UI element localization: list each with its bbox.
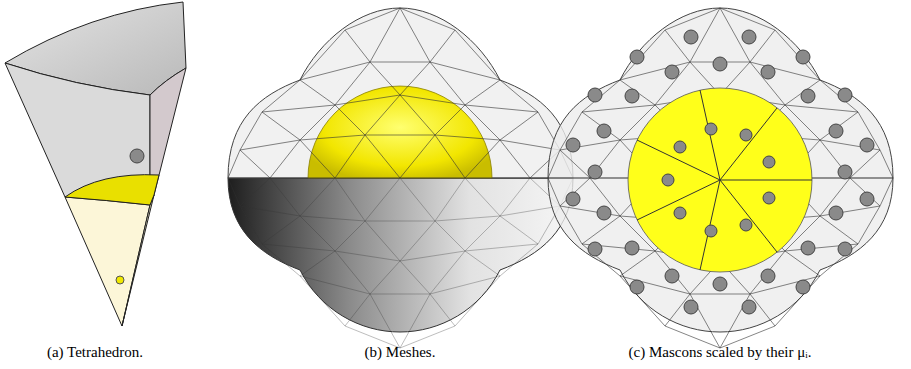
mascon-dot: [763, 156, 775, 168]
mascon-dot: [713, 277, 727, 291]
mascon-dot: [705, 225, 717, 237]
mascon-dot: [713, 57, 727, 71]
mascons-figure: [548, 8, 893, 348]
mascon-dot: [684, 30, 698, 44]
mascon-dot: [838, 242, 852, 256]
mascon-dot: [630, 280, 644, 294]
mascon-dot: [674, 207, 686, 219]
panel-caption: (c) Mascons scaled by their μᵢ.: [629, 343, 812, 361]
mascon-dot: [796, 50, 810, 64]
mascon-dot: [130, 149, 144, 163]
mascon-dot: [829, 124, 843, 138]
lower-shell: [228, 178, 573, 332]
mascon-dot: [860, 138, 874, 152]
mascon-dot: [665, 269, 679, 283]
mascon-dot: [761, 269, 775, 283]
mascon-dot: [674, 141, 686, 153]
mascon-dot: [665, 65, 679, 79]
mascon-dot: [705, 123, 717, 135]
upper-mesh: [228, 8, 573, 178]
core-mascon-dot: [116, 276, 124, 284]
mascon-dot: [742, 300, 756, 314]
meshes-figure: [228, 8, 573, 348]
core-slices: [637, 90, 812, 270]
mascon-dot: [625, 241, 639, 255]
panel-caption: (a) Tetrahedron.: [47, 343, 143, 361]
mascon-dot: [630, 50, 644, 64]
mascon-dot: [801, 241, 815, 255]
mascon-dot: [662, 174, 674, 186]
mascon-dot: [801, 89, 815, 103]
panel-caption: (b) Meshes.: [365, 343, 436, 361]
mascon-dot: [796, 280, 810, 294]
mascon-dot: [588, 242, 602, 256]
core-cap: [65, 175, 159, 205]
mascon-dot: [838, 165, 852, 179]
tetrahedron-figure: [5, 2, 186, 326]
mascon-dot: [625, 89, 639, 103]
shell-outline: [548, 8, 893, 332]
mascon-dot: [829, 206, 843, 220]
mascon-dot: [684, 300, 698, 314]
mascon-dot: [588, 165, 602, 179]
mascon-dot: [860, 192, 874, 206]
mascon-dot: [740, 129, 752, 141]
mascon-dot: [763, 192, 775, 204]
mascon-dot: [761, 65, 775, 79]
upper-shell: [228, 8, 573, 178]
core-right-face: [122, 195, 154, 326]
mascon-dot: [838, 88, 852, 102]
mascon-dot: [566, 192, 580, 206]
mascon-dot: [597, 124, 611, 138]
mascon-dot: [742, 30, 756, 44]
mascon-dot: [597, 206, 611, 220]
mascon-dot: [588, 88, 602, 102]
lower-mesh: [228, 178, 573, 348]
core-hemisphere: [308, 86, 492, 178]
core-disk: [628, 88, 812, 272]
mascon-dot: [566, 138, 580, 152]
mascon-dot: [740, 219, 752, 231]
